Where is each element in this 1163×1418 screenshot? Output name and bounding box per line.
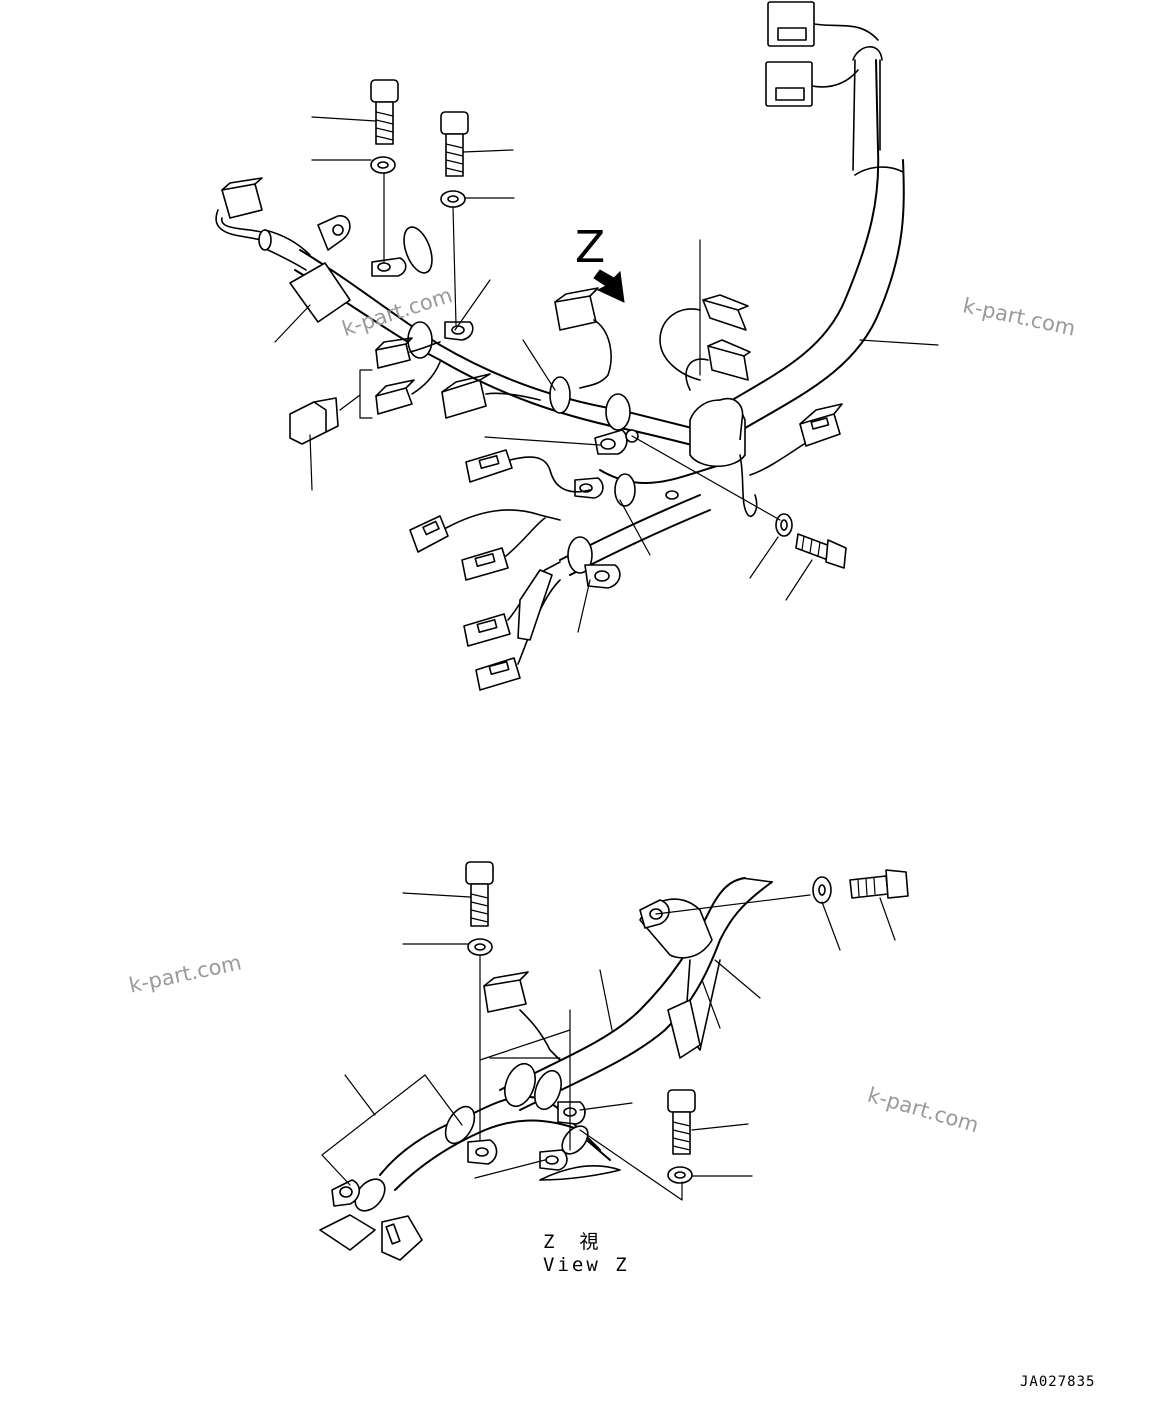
hex-bolt-icon <box>440 111 469 177</box>
washer-icon <box>370 156 396 174</box>
washer-icon <box>812 876 832 904</box>
washer-icon <box>775 513 793 537</box>
connector-icon <box>289 397 339 445</box>
hex-bolt-icon <box>465 861 494 927</box>
view-z-caption-jp: Z 視 <box>543 1231 602 1253</box>
clamp-icon <box>557 1101 586 1125</box>
connector-icon <box>215 177 272 251</box>
clamp-icon <box>371 257 407 277</box>
view-z-caption-en: View Z <box>543 1254 630 1276</box>
washer-icon <box>467 938 493 956</box>
washer-icon <box>667 1166 693 1184</box>
connector-icon <box>483 971 561 1061</box>
connector-icon <box>765 61 859 107</box>
connector-icon <box>381 1215 423 1261</box>
connector-icon <box>659 294 749 381</box>
connector-icon <box>685 339 751 391</box>
clamp-icon <box>317 215 351 251</box>
connector-icon <box>375 337 441 369</box>
drawing-code: JA027835 <box>1020 1374 1096 1390</box>
clamp-icon <box>467 1139 498 1165</box>
hex-bolt-icon <box>370 79 399 145</box>
connector-icon <box>554 287 612 389</box>
clamp-icon <box>539 1149 568 1171</box>
view-z-marker: Z <box>575 222 605 273</box>
connector-icon <box>375 361 441 415</box>
hex-bolt-icon <box>795 533 847 569</box>
connector-icon <box>441 373 541 419</box>
view-arrow-icon <box>593 269 625 303</box>
clamp-icon <box>594 429 628 455</box>
view-z-detail <box>319 861 909 1261</box>
hex-bolt-icon <box>849 869 909 899</box>
connector-icon <box>767 1 879 47</box>
clamp-icon <box>331 1179 361 1207</box>
connector-icon <box>409 509 561 553</box>
main-harness-view: Z <box>215 1 939 691</box>
clamp-icon <box>584 564 621 589</box>
clamp-icon <box>444 321 474 341</box>
connector-icon <box>465 449 591 493</box>
washer-icon <box>440 190 466 208</box>
hex-bolt-icon <box>667 1089 696 1155</box>
connector-icon <box>461 517 546 581</box>
connector-icon <box>749 403 843 476</box>
clamp-icon <box>574 477 604 499</box>
